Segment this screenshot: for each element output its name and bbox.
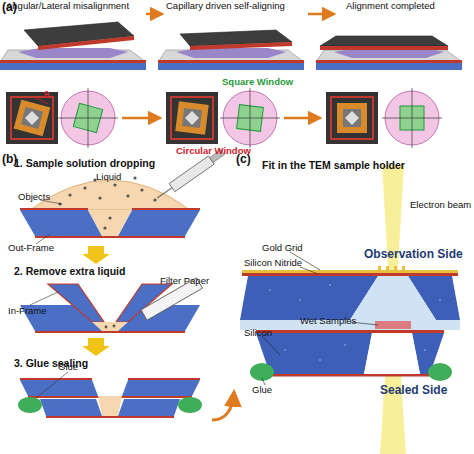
step-arrow bbox=[146, 13, 162, 16]
step-title: 1. Sample solution dropping bbox=[14, 158, 155, 170]
top-view-square bbox=[326, 92, 378, 144]
part-label: Silicon Nitride bbox=[244, 258, 302, 268]
panel-title: Fit in the TEM sample holder bbox=[262, 160, 405, 172]
part-label: Silicon bbox=[244, 328, 272, 338]
part-label: Electron beam bbox=[410, 200, 471, 210]
sealed-chip bbox=[18, 379, 202, 417]
step-arrow bbox=[122, 117, 160, 120]
part-label: Out-Frame bbox=[8, 243, 54, 253]
window-label: Square Window bbox=[222, 77, 293, 87]
down-arrow bbox=[82, 338, 110, 356]
step-title: 2. Remove extra liquid bbox=[14, 266, 125, 278]
part-label: Objects bbox=[18, 192, 50, 202]
step-title: Capillary driven self-aligning bbox=[166, 1, 285, 11]
part-label: Gold Grid bbox=[262, 243, 303, 253]
panel-letter: (c) bbox=[236, 153, 251, 166]
top-view-circle bbox=[58, 88, 118, 148]
flow-arrow bbox=[212, 392, 234, 420]
chip-3d bbox=[0, 22, 146, 70]
leader-line bbox=[36, 372, 68, 398]
step-title: Alignment completed bbox=[346, 1, 435, 11]
leader-lines bbox=[262, 252, 378, 385]
part-label: Liquid bbox=[96, 172, 121, 182]
top-view-square bbox=[166, 92, 218, 144]
syringe bbox=[154, 148, 225, 202]
side-label: Sealed Side bbox=[380, 384, 447, 397]
step-title: Angular/Lateral misalignment bbox=[6, 1, 129, 11]
step-arrow bbox=[308, 13, 334, 16]
down-arrow bbox=[82, 246, 110, 264]
part-label: Wet Samples bbox=[300, 316, 356, 326]
part-label: Filter Paper bbox=[160, 276, 209, 286]
top-view-circle bbox=[382, 88, 442, 148]
chip-3d bbox=[158, 30, 304, 70]
top-view-square bbox=[6, 92, 58, 144]
step-arrow bbox=[284, 117, 320, 120]
chip-3d bbox=[316, 36, 462, 70]
part-label: Glue bbox=[58, 362, 78, 372]
part-label: In-Frame bbox=[8, 306, 47, 316]
angle-symbol: θ bbox=[44, 90, 49, 100]
leader-line bbox=[30, 292, 58, 305]
side-label: Observation Side bbox=[364, 248, 463, 261]
cell-cross-section bbox=[240, 266, 460, 381]
part-label: Glue bbox=[252, 385, 272, 395]
top-view-circle bbox=[220, 88, 280, 148]
